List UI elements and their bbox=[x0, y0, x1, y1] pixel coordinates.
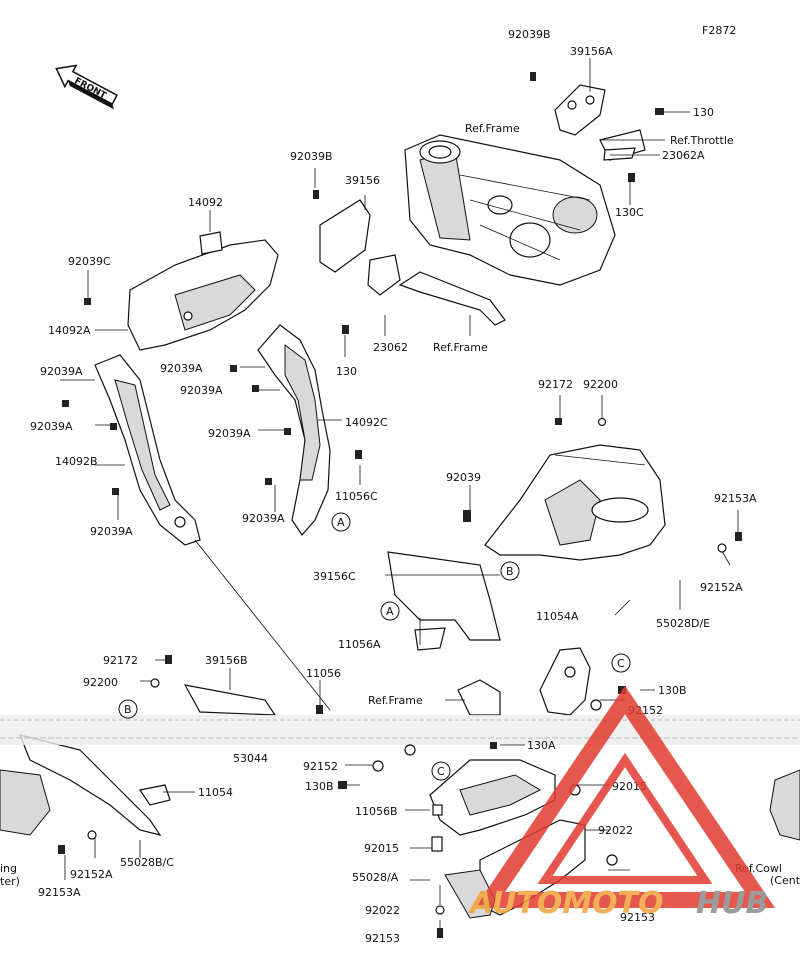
callout-b2: B bbox=[118, 699, 138, 719]
label-92172-l: 92172 bbox=[103, 654, 138, 667]
part-labels: 92039B 39156A 130 Ref.Frame Ref.Throttle… bbox=[0, 28, 800, 945]
label-92039B-top: 92039B bbox=[508, 28, 551, 41]
label-92022-m: 92022 bbox=[365, 904, 400, 917]
duct-14092B bbox=[94, 354, 201, 546]
inner-cowl-right bbox=[484, 444, 666, 561]
label-55028A: 55028/A bbox=[352, 871, 399, 884]
label-130B-r: 130B bbox=[658, 684, 687, 697]
label-92015-m: 92015 bbox=[364, 842, 399, 855]
label-92152A-l: 92152A bbox=[70, 868, 113, 881]
automotohub-watermark: AUTOMOTO HUB bbox=[468, 685, 776, 921]
label-92039B-mid: 92039B bbox=[290, 150, 333, 163]
label-92039A-6: 92039A bbox=[242, 512, 285, 525]
label-92022-r: 92022 bbox=[598, 824, 633, 837]
duct-14092A bbox=[127, 231, 279, 351]
label-92200-l: 92200 bbox=[83, 676, 118, 689]
label-130C: 130C bbox=[615, 206, 644, 219]
label-130-mid: 130 bbox=[336, 365, 357, 378]
label-130A: 130A bbox=[527, 739, 556, 752]
ref-cowl-right bbox=[769, 769, 800, 841]
label-11056C: 11056C bbox=[335, 490, 378, 503]
figure-code: F2872 bbox=[702, 24, 736, 37]
label-92039A-2: 92039A bbox=[160, 362, 203, 375]
svg-text:C: C bbox=[617, 657, 625, 670]
frame-assembly bbox=[404, 134, 616, 286]
label-ter: ter) bbox=[0, 875, 20, 888]
label-14092B: 14092B bbox=[55, 455, 98, 468]
lower-cowl-53044 bbox=[0, 684, 277, 836]
label-23062: 23062 bbox=[373, 341, 408, 354]
svg-text:C: C bbox=[437, 765, 445, 778]
label-92039A-1: 92039A bbox=[40, 365, 83, 378]
label-11056B: 11056B bbox=[355, 805, 398, 818]
label-130B-m: 130B bbox=[305, 780, 334, 793]
label-ref-frame-low: Ref.Frame bbox=[368, 694, 423, 707]
label-ref-frame-mid: Ref.Frame bbox=[433, 341, 488, 354]
label-39156A: 39156A bbox=[570, 45, 613, 58]
svg-text:B: B bbox=[506, 565, 514, 578]
svg-text:A: A bbox=[337, 516, 345, 529]
leader-lines bbox=[60, 58, 739, 935]
label-53044: 53044 bbox=[233, 752, 268, 765]
label-92152A-r: 92152A bbox=[700, 581, 743, 594]
callout-c1: C bbox=[611, 653, 631, 673]
callout-b1: B bbox=[500, 561, 520, 581]
label-92039A-3: 92039A bbox=[180, 384, 223, 397]
label-14092A: 14092A bbox=[48, 324, 91, 337]
label-39156B: 39156B bbox=[205, 654, 248, 667]
label-11054: 11054 bbox=[198, 786, 233, 799]
label-92152-m: 92152 bbox=[303, 760, 338, 773]
fasteners bbox=[58, 298, 742, 938]
label-92039: 92039 bbox=[446, 471, 481, 484]
label-39156: 39156 bbox=[345, 174, 380, 187]
label-14092: 14092 bbox=[188, 196, 223, 209]
label-92153A-r: 92153A bbox=[714, 492, 757, 505]
label-ref-frame-top: Ref.Frame bbox=[465, 122, 520, 135]
plate-39156C bbox=[387, 551, 501, 651]
label-14092C: 14092C bbox=[345, 416, 388, 429]
label-ing: ing bbox=[0, 862, 17, 875]
bracket-39156 bbox=[313, 190, 506, 334]
watermark-brand-left: AUTOMOTO bbox=[468, 886, 664, 921]
label-92039C: 92039C bbox=[68, 255, 111, 268]
label-92153-r: 92153 bbox=[620, 911, 655, 924]
label-92039A-7: 92039A bbox=[90, 525, 133, 538]
label-11056A: 11056A bbox=[338, 638, 381, 651]
label-130-top: 130 bbox=[693, 106, 714, 119]
label-92153-m: 92153 bbox=[365, 932, 400, 945]
bracket-39156A bbox=[530, 72, 664, 182]
label-ref-throttle: Ref.Throttle bbox=[670, 134, 734, 147]
label-92172-r: 92172 bbox=[538, 378, 573, 391]
svg-text:B: B bbox=[124, 703, 132, 716]
label-92039A-5: 92039A bbox=[208, 427, 251, 440]
label-23062A: 23062A bbox=[662, 149, 705, 162]
label-55028DE: 55028D/E bbox=[656, 617, 710, 630]
label-55028BC: 55028B/C bbox=[120, 856, 174, 869]
callout-a1: A bbox=[331, 512, 351, 532]
svg-text:A: A bbox=[386, 605, 394, 618]
bracket-lower-mid bbox=[429, 647, 591, 836]
callout-c2: C bbox=[431, 761, 451, 781]
label-92153A-l: 92153A bbox=[38, 886, 81, 899]
label-11056: 11056 bbox=[306, 667, 341, 680]
label-11054A: 11054A bbox=[536, 610, 579, 623]
label-39156C: 39156C bbox=[313, 570, 356, 583]
front-arrow-icon: FRONT bbox=[55, 64, 119, 110]
label-92200-r: 92200 bbox=[583, 378, 618, 391]
watermark-brand-right: HUB bbox=[696, 886, 768, 921]
callout-a2: A bbox=[380, 601, 400, 621]
label-cent: (Cent bbox=[770, 874, 800, 887]
duct-14092C bbox=[257, 324, 331, 536]
label-92039A-4: 92039A bbox=[30, 420, 73, 433]
